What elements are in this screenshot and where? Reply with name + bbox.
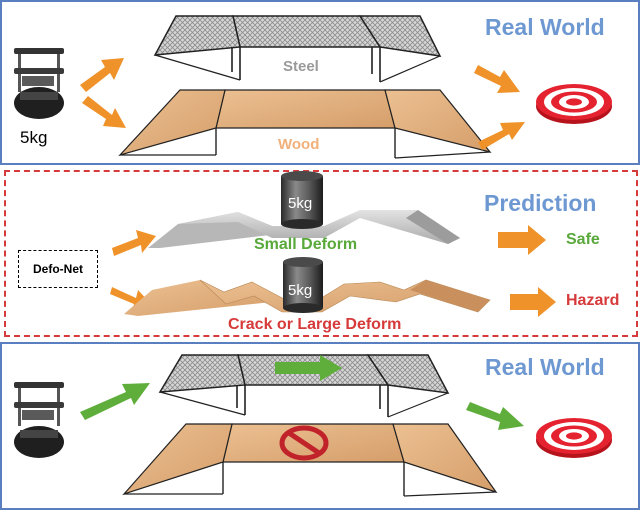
steel-bridge bbox=[153, 15, 442, 83]
prediction-heading: Prediction bbox=[484, 190, 597, 216]
target-icon-top bbox=[536, 84, 612, 124]
prediction-panel bbox=[4, 170, 638, 337]
arrow-robot-to-steel-green bbox=[80, 383, 150, 420]
real-world-top-panel bbox=[0, 0, 640, 165]
arrow-to-hazard bbox=[510, 287, 556, 317]
arrow-defonet-to-steel bbox=[112, 230, 156, 256]
target-icon-bottom bbox=[536, 418, 612, 458]
defo-net-box: Defo-Net bbox=[18, 250, 98, 288]
steel-label: Steel bbox=[283, 58, 319, 75]
arrow-robot-to-wood bbox=[82, 96, 126, 128]
weight-cylinder-upper bbox=[281, 171, 323, 229]
arrow-to-safe bbox=[498, 225, 546, 255]
steel-bridge-bottom bbox=[158, 354, 450, 418]
weight-cylinder-lower bbox=[283, 257, 323, 313]
upper-weight-label: 5kg bbox=[288, 195, 313, 212]
small-deform-label: Small Deform bbox=[254, 236, 358, 253]
deformed-steel-bridge bbox=[148, 210, 460, 248]
robot-icon bbox=[14, 48, 64, 119]
arrow-steel-to-target-green bbox=[466, 402, 524, 430]
real-world-heading-top: Real World bbox=[485, 14, 605, 40]
robot-mass-label: 5kg bbox=[20, 128, 48, 147]
robot-icon-bottom bbox=[14, 382, 64, 458]
large-deform-label: Crack or Large Deform bbox=[228, 316, 402, 333]
arrow-across-steel-green bbox=[275, 355, 342, 381]
prohibited-icon bbox=[279, 425, 329, 461]
arrow-wood-to-target bbox=[478, 122, 525, 150]
lower-weight-label: 5kg bbox=[288, 282, 313, 299]
arrow-steel-to-target bbox=[474, 65, 520, 93]
wood-bridge-top bbox=[118, 89, 492, 159]
real-world-bottom-panel bbox=[0, 342, 640, 510]
hazard-label: Hazard bbox=[566, 292, 620, 309]
defo-net-label: Defo-Net bbox=[33, 262, 83, 276]
wood-label: Wood bbox=[278, 136, 320, 153]
deformed-wood-bridge bbox=[124, 279, 491, 316]
wood-bridge-bottom bbox=[122, 423, 498, 497]
real-world-heading-bottom: Real World bbox=[485, 354, 605, 380]
arrow-robot-to-steel bbox=[80, 58, 124, 92]
safe-label: Safe bbox=[566, 231, 600, 248]
